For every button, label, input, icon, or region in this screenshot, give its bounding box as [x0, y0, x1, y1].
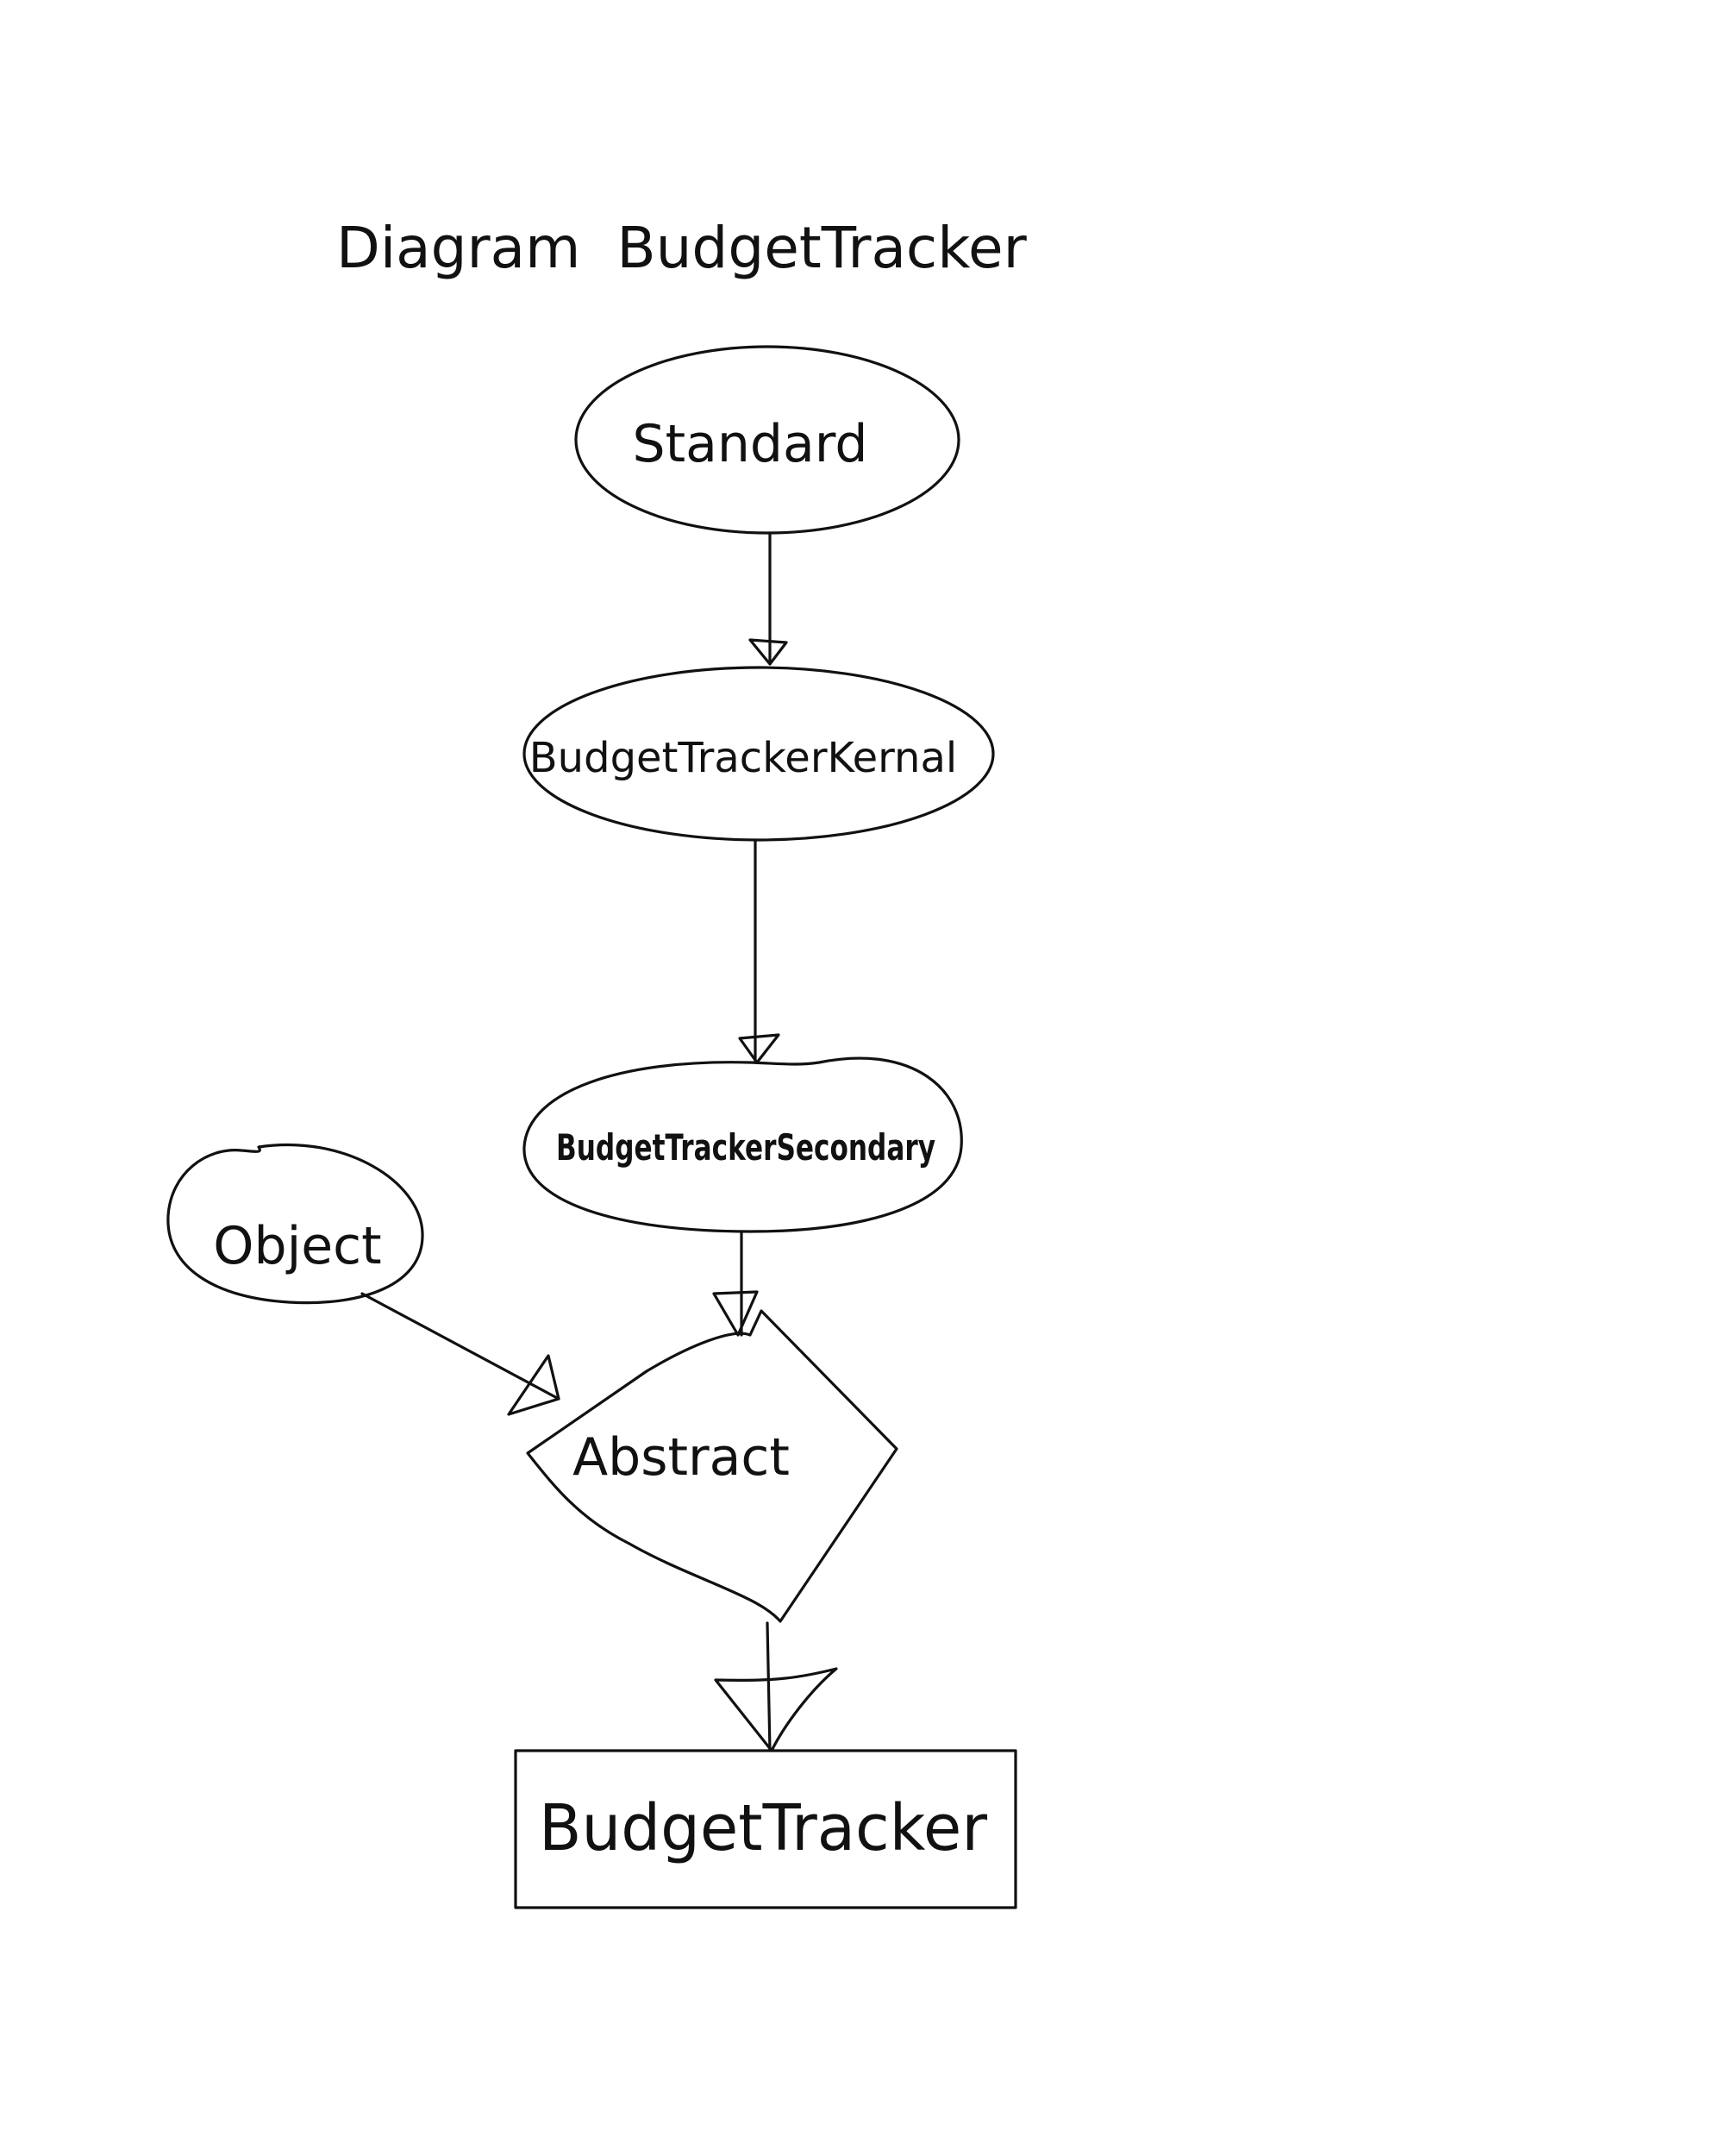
- diagram-title: Diagram BudgetTracker: [336, 215, 1028, 281]
- edge-abstract-to-budgettracker-arrowhead: [714, 1667, 838, 1752]
- node-kernel: BudgetTrackerKernal: [522, 666, 995, 842]
- edge-abstract-to-budgettracker-line: [766, 1621, 772, 1752]
- node-budget-tracker: BudgetTracker: [514, 1749, 1017, 1909]
- edge-standard-to-kernel-arrowhead: [748, 638, 788, 666]
- node-object-label: Object: [213, 1216, 381, 1276]
- edge-abstract-to-budgettracker: [714, 1621, 838, 1752]
- node-budget-tracker-label: BudgetTracker: [539, 1791, 988, 1865]
- node-abstract-shape: [526, 1309, 898, 1623]
- node-abstract-label: Abstract: [572, 1427, 790, 1488]
- edge-secondary-to-abstract: [712, 1230, 759, 1337]
- node-budget-tracker-shape: [514, 1749, 1017, 1909]
- node-secondary-shape: [522, 1056, 963, 1233]
- edge-object-to-abstract-arrowhead: [507, 1354, 560, 1416]
- node-object-shape: [166, 1143, 424, 1305]
- node-kernel-shape: [522, 666, 995, 842]
- edge-kernel-to-secondary: [738, 839, 780, 1064]
- node-standard-shape: [574, 345, 960, 535]
- node-secondary-label: BudgetTrackerSecondary: [556, 1126, 935, 1169]
- node-kernel-label: BudgetTrackerKernal: [529, 734, 957, 782]
- node-abstract: Abstract: [526, 1309, 898, 1623]
- node-standard: Standard: [574, 345, 960, 535]
- edge-object-to-abstract-line: [360, 1292, 560, 1401]
- node-standard-label: Standard: [633, 414, 868, 474]
- node-secondary: BudgetTrackerSecondary: [522, 1056, 963, 1233]
- edge-standard-to-kernel: [748, 531, 788, 666]
- node-object: Object: [166, 1143, 424, 1305]
- edge-object-to-abstract: [360, 1292, 560, 1416]
- edge-kernel-to-secondary-arrowhead: [738, 1033, 780, 1064]
- edge-secondary-to-abstract-arrowhead: [712, 1290, 759, 1337]
